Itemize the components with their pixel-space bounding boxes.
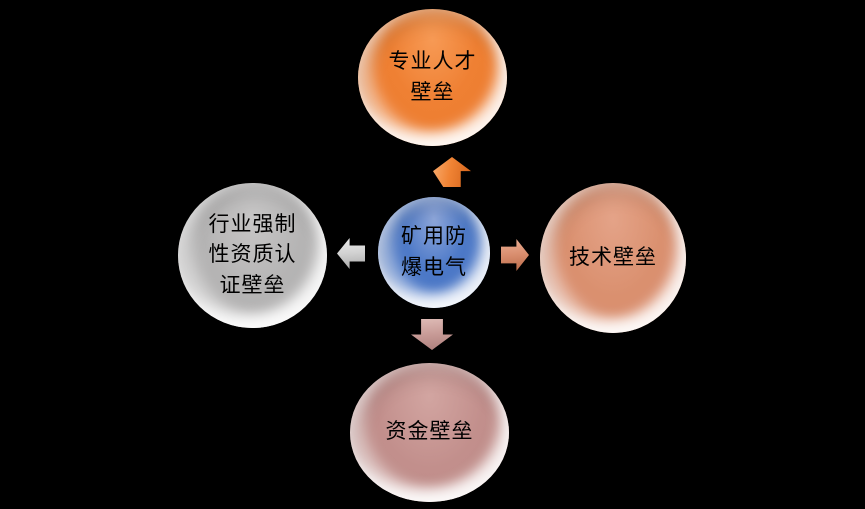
node-center-mining-explosion-proof-electrical: 矿用防 爆电气 [378, 197, 490, 308]
arrow-down-icon [411, 319, 453, 350]
arrow-left-icon [337, 238, 365, 269]
node-capital-barrier-label: 资金壁垒 [385, 420, 474, 444]
node-capital-barrier: 资金壁垒 [350, 363, 509, 502]
node-professional-talent-barrier-label: 专业人才 壁垒 [388, 50, 477, 104]
node-industry-certification-barrier: 行业强制 性资质认 证壁垒 [178, 183, 327, 328]
node-center-label: 矿用防 爆电气 [401, 225, 467, 279]
node-technology-barrier: 技术壁垒 [540, 183, 686, 333]
node-industry-certification-barrier-label: 行业强制 性资质认 证壁垒 [208, 212, 297, 297]
node-technology-barrier-label: 技术壁垒 [569, 245, 657, 269]
arrow-up-icon [433, 157, 471, 187]
node-professional-talent-barrier: 专业人才 壁垒 [358, 9, 507, 146]
arrow-right-icon [501, 239, 529, 271]
